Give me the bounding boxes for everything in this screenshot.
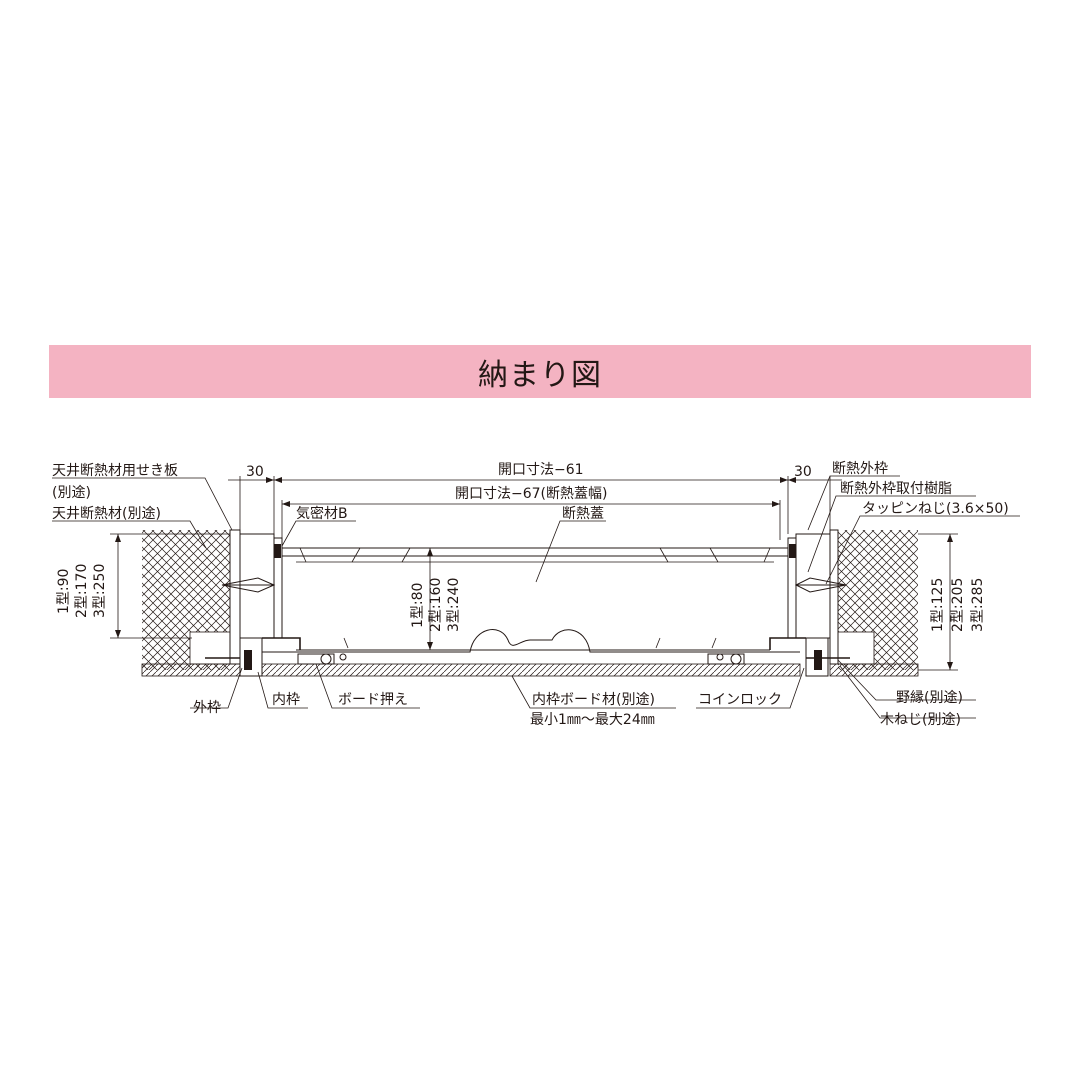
right-height-2: 2型:205	[950, 578, 966, 632]
insulated-lid	[282, 547, 788, 563]
center-height-2: 2型:160	[428, 578, 444, 632]
right-height-3-wrap: 3型:285	[970, 578, 986, 632]
label-wood-screw: 木ねじ(別途)	[880, 711, 961, 728]
label-furring: 野縁(別途)	[896, 689, 963, 706]
page-title: 納まり図	[478, 357, 602, 393]
label-airtight: 気密材B	[296, 505, 348, 522]
label-coin-lock: コインロック	[698, 692, 782, 708]
dim-opening-61: 開口寸法−61	[498, 462, 584, 478]
right-height-2-wrap: 2型:205	[950, 578, 966, 632]
label-outer-frame: 外枠	[193, 700, 221, 716]
title-banner: 納まり図	[49, 345, 1031, 398]
label-insulated-lid: 断熱蓋	[562, 506, 604, 522]
center-height-3-wrap: 3型:240	[446, 578, 462, 632]
label-ceiling-insulation: 天井断熱材(別途)	[52, 505, 161, 522]
label-ceiling-board: 天井断熱材用せき板	[52, 463, 178, 479]
left-height-3-wrap: 3型:250	[92, 564, 108, 618]
right-height-1: 1型:125	[930, 578, 946, 632]
board-holder-left	[297, 653, 347, 665]
label-ceiling-board-note: (別途)	[52, 484, 91, 501]
label-tapping-screw: タッピンねじ(3.6×50)	[862, 501, 1009, 517]
coin-lock-right	[707, 653, 745, 665]
right-frame	[769, 529, 850, 677]
left-ceiling-insulation	[142, 530, 231, 670]
left-height-3: 3型:250	[92, 564, 108, 618]
label-inner-frame: 内枠	[272, 692, 300, 708]
dimension-lines	[110, 476, 958, 671]
left-height-2-wrap: 2型:170	[74, 564, 90, 618]
right-ceiling-insulation	[837, 530, 918, 670]
left-height-1: 1型:90	[56, 569, 72, 614]
label-board-holder: ボード押え	[338, 692, 408, 708]
dim-opening-67: 開口寸法−67(断熱蓋幅)	[455, 486, 607, 502]
left-height-2: 2型:170	[74, 564, 90, 618]
left-frame	[205, 529, 301, 677]
leader-lines	[52, 475, 1020, 719]
dim-left-30: 30	[246, 464, 264, 480]
label-inner-board: 内枠ボード材(別途)	[532, 691, 655, 708]
center-height-1-wrap: 1型:80	[410, 583, 426, 628]
center-height-3: 3型:240	[446, 578, 462, 632]
left-height-labels: 1型:90	[56, 569, 72, 614]
center-height-2-wrap: 2型:160	[428, 578, 444, 632]
label-board-range: 最小1㎜〜最大24㎜	[530, 712, 655, 728]
right-height-1-wrap: 1型:125	[930, 578, 946, 632]
center-height-1: 1型:80	[410, 583, 426, 628]
ceiling-board-strip	[141, 663, 919, 677]
dim-right-30: 30	[794, 464, 812, 480]
label-outer-frame-resin: 断熱外枠取付樹脂	[840, 481, 952, 497]
right-height-3: 3型:285	[970, 578, 986, 632]
lid-bottom-panel	[262, 629, 800, 653]
label-insulated-outer-frame: 断熱外枠	[832, 461, 888, 477]
